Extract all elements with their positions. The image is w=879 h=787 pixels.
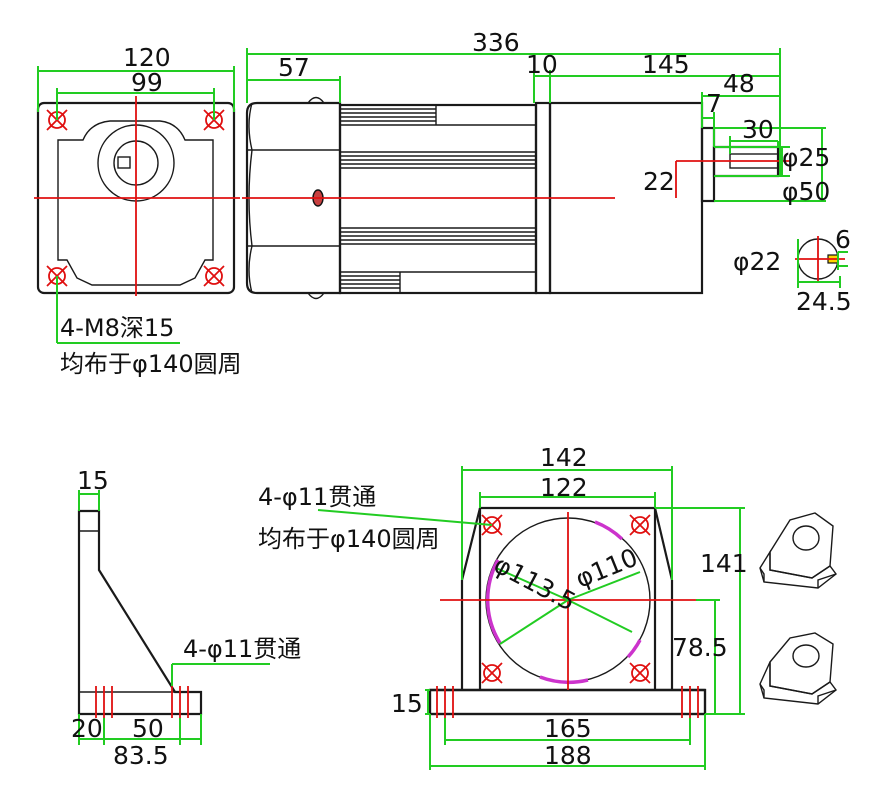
dim-total-length: 336 [472,28,520,57]
dim-front-bolt-spacing: 99 [131,68,163,97]
bracket-side-holes-note: 4-φ11贯通 [183,635,301,663]
gearbox-outline [245,101,342,295]
bracket-side-outline [77,509,203,716]
bore-arc-top [594,520,624,541]
bracket-base-holes [436,686,699,718]
motor-body-outline [338,103,538,295]
dim-shaft-step: 7 [706,89,722,118]
bore-arc-right [626,639,642,659]
dim-bracket-outer-width: 142 [540,443,588,472]
bracket-side-dim-lines [78,490,270,745]
dim-bracket-base-thickness: 15 [391,689,423,718]
dim-flange-thickness: 10 [526,50,558,79]
dim-bracket-base-length: 83.5 [113,741,169,770]
front-holes-note-line2: 均布于φ140圆周 [60,350,242,378]
motor-front-view: 120 99 4-M8深15 均布于φ140圆周 [34,43,242,378]
bracket-front-view: 142 122 4-φ11贯通 均布于φ140圆周 φ113.5 φ110 14… [258,443,748,770]
dim-shaft-key-length: 30 [742,115,774,144]
side-dim-lines [246,48,826,202]
bore-arc-bottom [539,675,589,684]
bracket-isometric-illustration-bottom [759,632,837,705]
dim-section-key-height: 24.5 [796,287,852,316]
front-face-inner-profile [57,120,214,286]
dim-shaft-center-height: 22 [643,167,675,196]
dim-shaft-diameter: φ25 [782,143,830,172]
dim-bracket-center-height: 78.5 [672,633,728,662]
bracket-side-view: 15 4-φ11贯通 20 50 83.5 [71,466,301,770]
cooling-fins-bottom [340,227,536,293]
shaft-section-view: φ22 6 24.5 [733,225,852,316]
dim-bracket-hole-spacing: 50 [132,714,164,743]
bracket-isometric-illustration-top [759,512,837,589]
bracket-side-hole-right [171,686,189,718]
dim-bracket-total-height: 141 [700,549,748,578]
dim-boss-diameter: φ50 [782,177,830,206]
dim-gearbox-length: 57 [278,53,310,82]
bracket-hole-bottom-right [629,662,651,684]
motor-side-view: 336 57 10 145 48 7 30 φ25 φ50 22 [242,28,830,300]
shaft-section-dim-lines [797,239,848,288]
dim-bracket-inner-width: 122 [540,473,588,502]
dim-section-diameter: φ22 [733,247,781,276]
shaft-boss [700,126,716,203]
dim-bracket-base-hole-spacing: 165 [544,714,592,743]
bracket-side-hole-left [95,686,113,718]
dim-bracket-base-length: 188 [544,741,592,770]
dim-front-width: 120 [123,43,171,72]
shaft-key [117,156,131,169]
dim-bracket-thickness: 15 [77,466,109,495]
mount-hole-bottom-right [203,265,225,287]
dim-motor-body-length: 145 [642,50,690,79]
dim-section-key-width: 6 [835,225,851,254]
bracket-hole-bottom-left [481,662,503,684]
bore-arc-left [485,559,502,644]
dim-shaft-extension: 48 [723,69,755,98]
bracket-front-dim-lines [317,466,745,770]
front-dim-lines [37,66,235,344]
bracket-front-holes-note-line1: 4-φ11贯通 [258,483,376,511]
dim-bracket-hole-offset: 20 [71,714,103,743]
bracket-hole-top-right [629,514,651,536]
dim-bore-diameter-1: φ113.5 [489,550,580,617]
front-holes-note-line1: 4-M8深15 [60,314,174,342]
bracket-front-holes-note-line2: 均布于φ140圆周 [258,525,440,553]
cooling-fins-top [340,105,536,169]
